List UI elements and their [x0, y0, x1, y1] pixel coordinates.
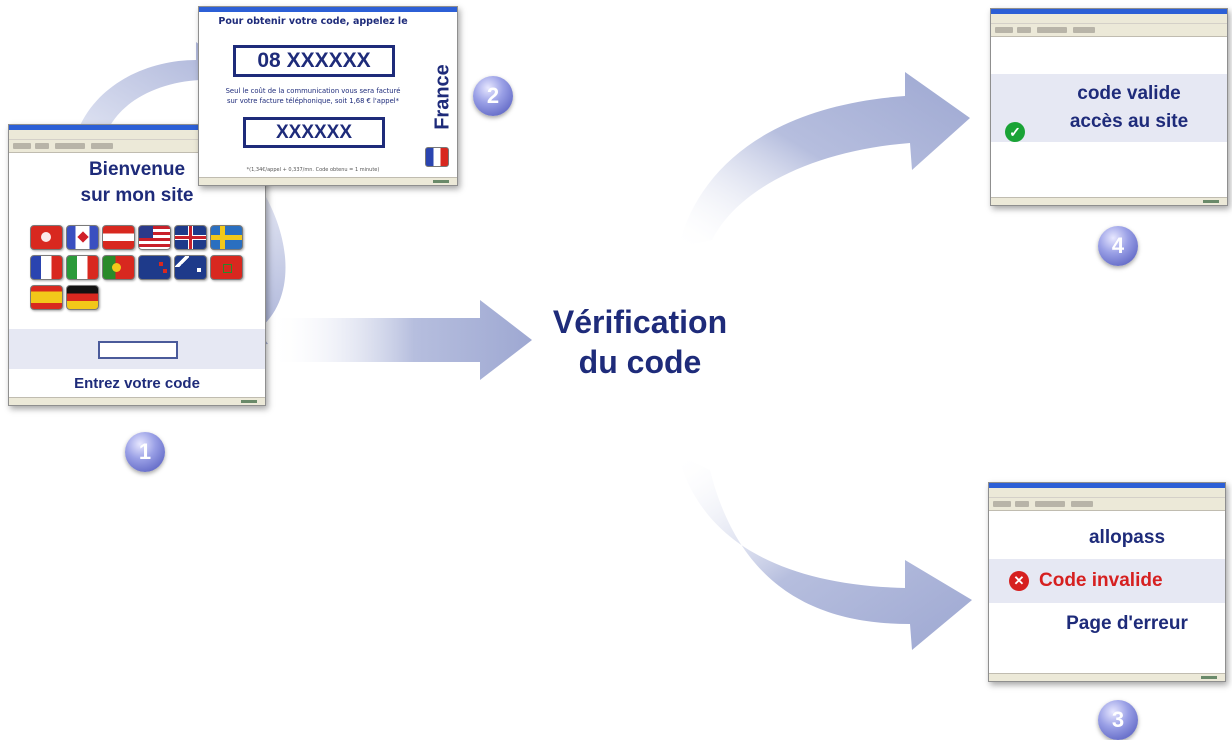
window-statusbar [9, 397, 265, 405]
window-toolbar [989, 497, 1225, 511]
flag-hong-kong-icon[interactable] [30, 225, 63, 250]
step2-info-line1: Seul le coût de la communication vous se… [225, 87, 401, 95]
window-menubar [989, 488, 1225, 497]
flag-france-icon[interactable] [30, 255, 63, 280]
verification-label-line1: Vérification [552, 304, 728, 340]
step4-line2: accès au site [1069, 111, 1189, 132]
step2-info-line2: sur votre facture téléphonique, soit 1,6… [226, 97, 400, 105]
step3-badge: 3 [1098, 700, 1138, 740]
flag-sweden-icon[interactable] [210, 225, 243, 250]
window-statusbar [989, 673, 1225, 681]
window-titlebar [9, 125, 265, 130]
france-flag-icon [425, 147, 449, 167]
step3-line2: Code invalide [1039, 570, 1163, 591]
flag-portugal-icon[interactable] [102, 255, 135, 280]
verification-label-line2: du code [578, 344, 702, 380]
flag-morocco-icon[interactable] [210, 255, 243, 280]
flag-usa-icon[interactable] [138, 225, 171, 250]
arrow-to-invalid [678, 455, 972, 650]
step3-browser-window: allopass ✕ Code invalide Page d'erreur [988, 482, 1226, 682]
step1-badge: 1 [125, 432, 165, 472]
step1-welcome-line2: sur mon site [80, 185, 194, 206]
flag-austria-icon[interactable] [102, 225, 135, 250]
window-statusbar [199, 177, 457, 185]
flag-canada-icon[interactable] [66, 225, 99, 250]
step4-line1: code valide [1077, 83, 1181, 104]
step2-browser-window: Pour obtenir votre code, appelez le 08 X… [198, 6, 458, 186]
flag-spain-icon[interactable] [30, 285, 63, 310]
step2-country: France [431, 64, 454, 130]
phone-number-box: 08 XXXXXX [233, 45, 395, 77]
error-icon: ✕ [1009, 571, 1029, 591]
step4-badge: 4 [1098, 226, 1138, 266]
code-box: XXXXXX [243, 117, 385, 148]
window-titlebar [199, 7, 457, 12]
flag-australia-icon[interactable] [174, 255, 207, 280]
valid-band [991, 74, 1227, 142]
step1-welcome-line1: Bienvenue [88, 159, 186, 180]
window-titlebar [991, 9, 1227, 14]
step3-line1: allopass [1088, 527, 1166, 548]
code-input[interactable] [98, 341, 178, 359]
step2-title: Pour obtenir votre code, appelez le [218, 16, 408, 27]
arrow-to-verification [270, 300, 532, 380]
arrow-step2-to-step1 [214, 190, 286, 348]
step2-badge: 2 [473, 76, 513, 116]
window-statusbar [991, 197, 1227, 205]
window-toolbar [991, 23, 1227, 37]
flag-uk-icon[interactable] [174, 225, 207, 250]
step3-line3: Page d'erreur [1066, 613, 1188, 634]
flag-italy-icon[interactable] [66, 255, 99, 280]
flag-new-zealand-icon[interactable] [138, 255, 171, 280]
window-menubar [9, 130, 265, 139]
arrow-to-valid [678, 72, 970, 248]
window-menubar [991, 14, 1227, 23]
checkmark-icon: ✓ [1005, 122, 1025, 142]
step1-prompt: Entrez votre code [74, 375, 200, 392]
arrow-step1-to-step2 [78, 42, 232, 134]
step2-footnote: *(1,34€/appel + 0,337/mn. Code obtenu = … [246, 167, 380, 173]
window-titlebar [989, 483, 1225, 488]
flag-germany-icon[interactable] [66, 285, 99, 310]
step4-browser-window: ✓ code valide accès au site [990, 8, 1228, 206]
